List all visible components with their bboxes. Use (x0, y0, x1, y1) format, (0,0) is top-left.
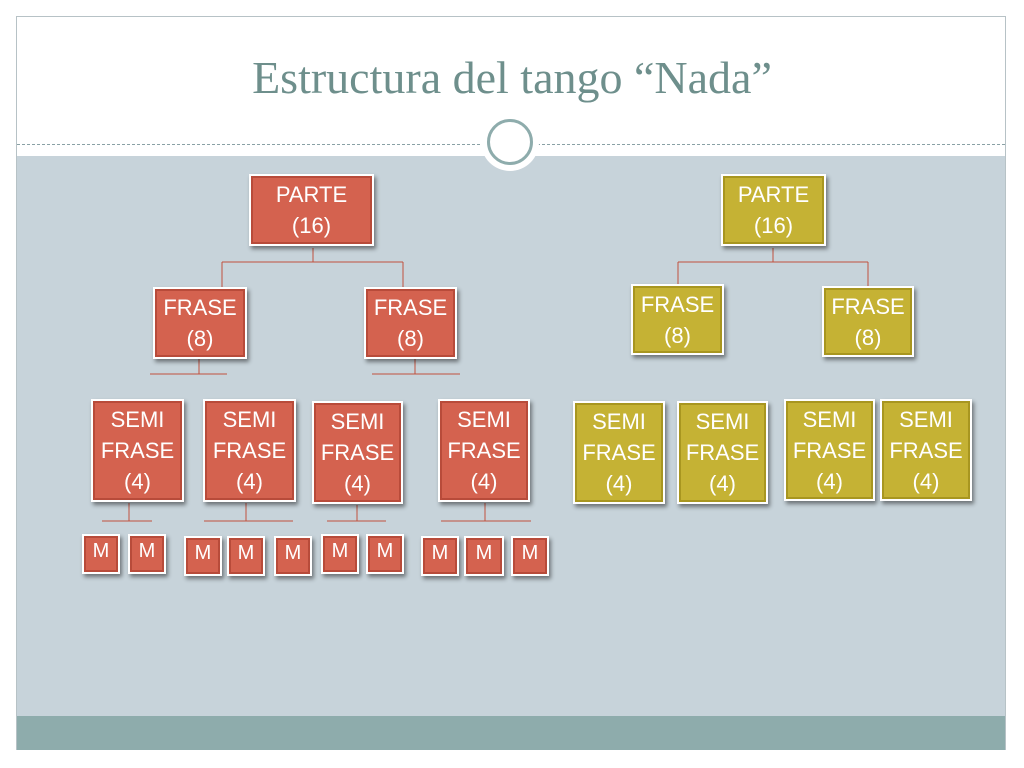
connector-red-semi-1 (102, 503, 152, 522)
measure-box: M (366, 534, 404, 574)
slide-title: Estructura del tango “Nada” (252, 52, 772, 103)
connector-red-parte (221, 248, 404, 288)
connector-red-frase-2 (372, 358, 460, 375)
frase-box-gold-2: FRASE (8) (822, 286, 914, 357)
semifrase-box-red-2: SEMI FRASE (4) (203, 399, 296, 502)
semifrase-box-gold-3: SEMI FRASE (4) (784, 399, 875, 501)
measure-box: M (128, 534, 166, 574)
footer-bar (17, 716, 1005, 750)
measure-box: M (511, 536, 549, 576)
measure-box: M (184, 536, 222, 576)
frase-box-red-1: FRASE (8) (153, 287, 247, 359)
parte-box-gold: PARTE (16) (721, 174, 826, 246)
measure-box: M (421, 536, 459, 576)
measure-box: M (227, 536, 265, 576)
semifrase-box-gold-1: SEMI FRASE (4) (573, 401, 665, 504)
connector-red-frase-1 (150, 358, 227, 375)
connector-gold-parte (677, 248, 869, 287)
circle-ornament-icon (481, 113, 539, 171)
parte-box-red: PARTE (16) (249, 174, 374, 246)
frase-box-gold-1: FRASE (8) (631, 284, 724, 355)
measure-box: M (274, 536, 312, 576)
measure-box: M (464, 536, 504, 576)
semifrase-box-gold-2: SEMI FRASE (4) (677, 401, 768, 504)
connector-red-semi-2 (204, 503, 293, 522)
connector-red-semi-4 (441, 503, 531, 522)
semifrase-box-red-1: SEMI FRASE (4) (91, 399, 184, 502)
semifrase-box-red-4: SEMI FRASE (4) (438, 399, 530, 502)
measure-box: M (321, 534, 359, 574)
connector-red-semi-3 (327, 505, 386, 522)
measure-box: M (82, 534, 120, 574)
semifrase-box-gold-4: SEMI FRASE (4) (880, 399, 972, 501)
semifrase-box-red-3: SEMI FRASE (4) (312, 401, 403, 504)
frase-box-red-2: FRASE (8) (364, 287, 457, 359)
